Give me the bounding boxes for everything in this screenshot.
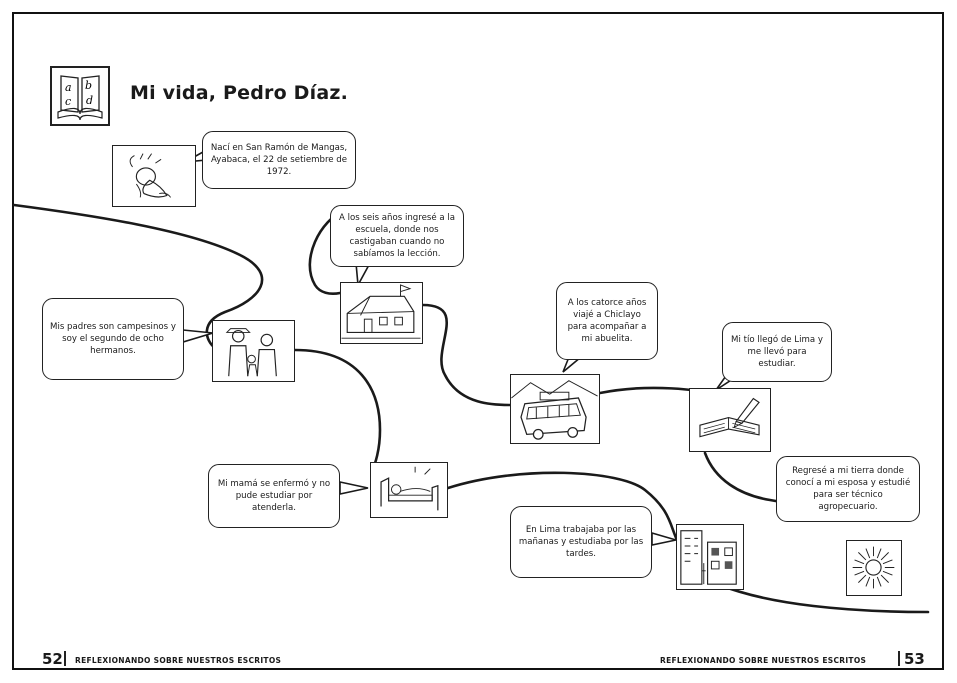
event-text-school: A los seis años ingresé a la escuela, do… (338, 213, 456, 259)
path-segment-start (12, 203, 264, 350)
event-text-lima-work: En Lima trabajaba por las mañanas y estu… (518, 525, 644, 559)
sun-illustration (846, 540, 902, 596)
family-illustration (212, 320, 295, 382)
event-text-mother: Mi mamá se enfermó y no pude estudiar po… (217, 479, 331, 513)
book-and-pen-illustration (689, 388, 771, 452)
bubble-tail-mother (339, 481, 369, 495)
abc-book-icon: a b c d (50, 66, 110, 126)
path-segment-street-to-end (718, 583, 930, 614)
left-page-number: 52 (42, 650, 63, 668)
svg-text:d: d (86, 94, 93, 107)
right-footer-text: REFLEXIONANDO SOBRE NUESTROS ESCRITOS (660, 656, 867, 665)
page-title: Mi vida, Pedro Díaz. (130, 82, 349, 104)
svg-text:a: a (65, 81, 72, 94)
event-text-parents: Mis padres son campesinos y soy el segun… (50, 322, 176, 356)
right-footer-divider (898, 651, 900, 666)
left-footer-divider (64, 651, 66, 666)
path-segment-family-to-bed (293, 348, 382, 472)
bubble-tail-lima-work (651, 531, 677, 546)
event-bubble-chiclayo: A los catorce años viajé a Chiclayo para… (556, 282, 658, 360)
bus-illustration (510, 374, 600, 444)
path-segment-bed-to-street (446, 471, 679, 542)
sickbed-illustration (370, 462, 448, 518)
svg-text:c: c (65, 95, 71, 108)
event-bubble-return: Regresé a mi tierra donde conocí a mi es… (776, 456, 920, 522)
event-bubble-lima-work: En Lima trabajaba por las mañanas y estu… (510, 506, 652, 578)
event-text-return: Regresé a mi tierra donde conocí a mi es… (785, 466, 911, 512)
event-bubble-parents: Mis padres son campesinos y soy el segun… (42, 298, 184, 380)
svg-text:b: b (85, 79, 92, 92)
left-footer-text: REFLEXIONANDO SOBRE NUESTROS ESCRITOS (75, 656, 282, 665)
event-bubble-mother: Mi mamá se enfermó y no pude estudiar po… (208, 464, 340, 528)
schoolhouse-illustration (340, 282, 423, 344)
event-text-birth: Nací en San Ramón de Mangas, Ayabaca, el… (210, 143, 348, 177)
event-text-chiclayo: A los catorce años viajé a Chiclayo para… (567, 298, 647, 344)
newborn-baby-illustration (112, 145, 196, 207)
event-bubble-lima-uncle: Mi tío llegó de Lima y me llevó para est… (722, 322, 832, 382)
event-bubble-school: A los seis años ingresé a la escuela, do… (330, 205, 464, 267)
path-segment-school-loop (308, 208, 347, 296)
city-street-illustration (676, 524, 744, 590)
right-page-number: 53 (904, 650, 925, 668)
event-bubble-birth: Nací en San Ramón de Mangas, Ayabaca, el… (202, 131, 356, 189)
event-text-lima-uncle: Mi tío llegó de Lima y me llevó para est… (731, 335, 823, 369)
path-segment-school-to-bus (421, 303, 512, 407)
